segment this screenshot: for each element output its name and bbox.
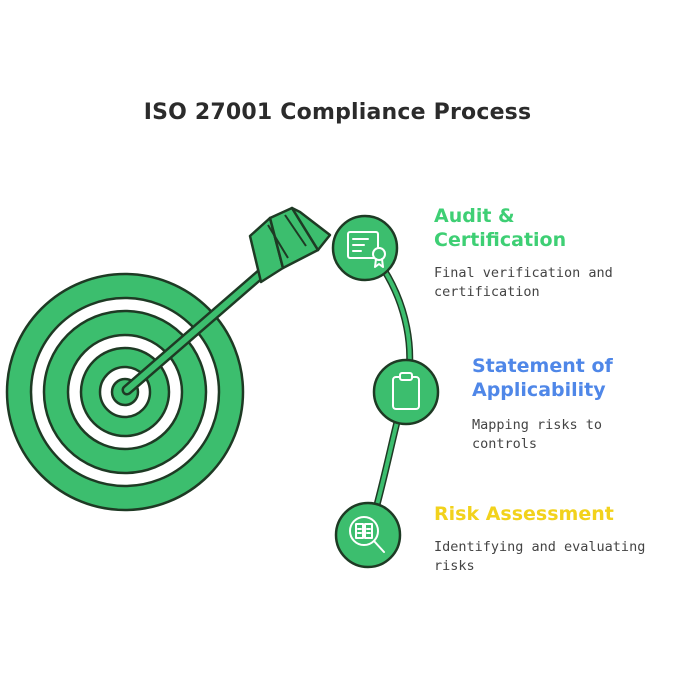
audit-step-title: Audit & Certification — [434, 204, 566, 252]
soa-step-desc-line1: Mapping risks to controls — [472, 417, 603, 452]
arrow-icon — [121, 206, 332, 396]
audit-step-desc-line2: certification — [434, 284, 540, 300]
risk-step-title-line1: Risk Assessment — [434, 503, 614, 525]
soa-step-title: Statement of Applicability — [472, 354, 613, 402]
clipboard-icon — [392, 372, 420, 410]
risk-step-description: Identifying and evaluating risks — [434, 538, 645, 576]
risk-step-node — [334, 501, 402, 569]
soa-step-title-line1: Statement of — [472, 355, 613, 377]
audit-step-desc-line1: Final verification and — [434, 265, 613, 281]
audit-step-node — [331, 214, 399, 282]
magnifier-document-icon — [349, 516, 385, 553]
soa-step-title-line2: Applicability — [472, 379, 606, 401]
audit-step-description: Final verification and certification — [434, 264, 613, 302]
certificate-icon — [347, 231, 386, 268]
diagram-title: ISO 27001 Compliance Process — [143, 100, 532, 125]
risk-step-title: Risk Assessment — [434, 502, 614, 526]
soa-step-node — [372, 358, 440, 426]
audit-step-title-line2: Certification — [434, 229, 567, 251]
soa-step-description: Mapping risks to controls — [472, 416, 675, 454]
risk-step-desc-line1: Identifying and evaluating — [434, 539, 646, 555]
risk-step-desc-line2: risks — [434, 558, 475, 574]
audit-step-title-line1: Audit & — [434, 205, 515, 227]
